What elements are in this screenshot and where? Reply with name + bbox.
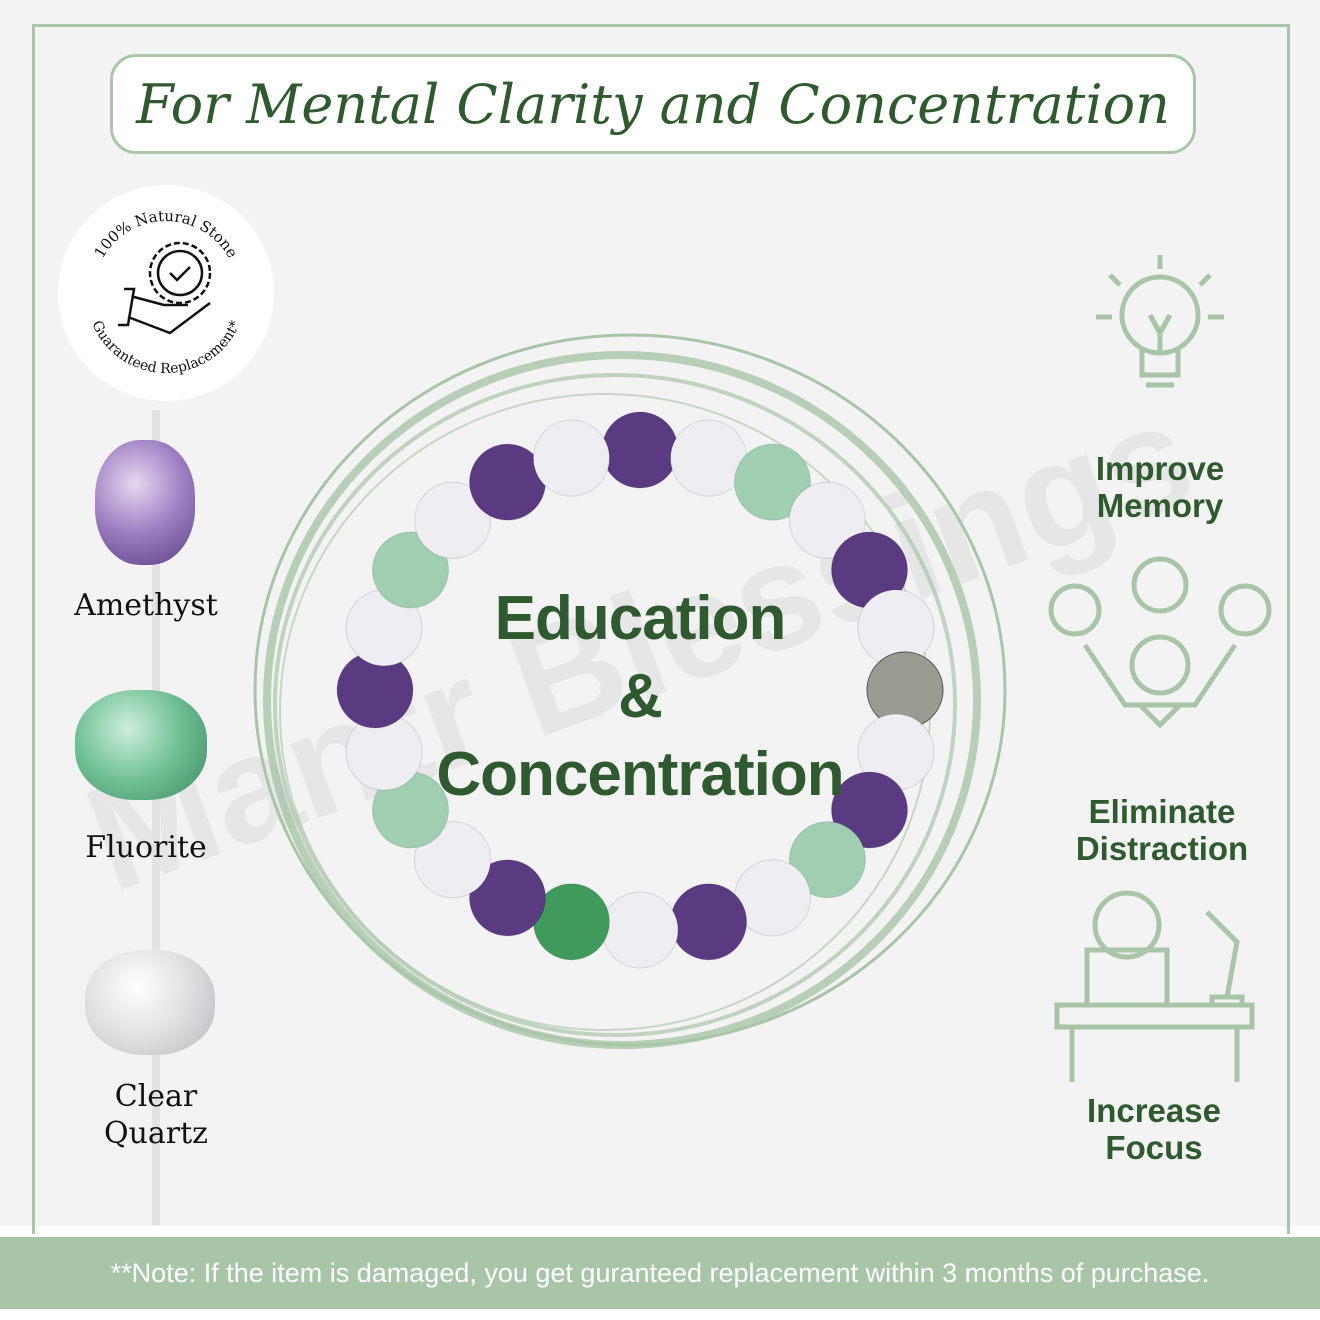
center-line-3: Concentration [436, 740, 844, 809]
hand-check-icon [118, 241, 212, 335]
bead [788, 821, 866, 899]
stone-label-line2: Quartz [103, 1116, 208, 1151]
bead [469, 859, 546, 937]
bead [670, 883, 748, 961]
feature-line-2: Distraction [1075, 830, 1249, 867]
feature-line-1: Improve [1095, 450, 1225, 487]
center-heading: Education & Concentration [420, 580, 860, 814]
replacement-note-banner: **Note: If the item is damaged, you get … [0, 1237, 1320, 1309]
swirl-rings [253, 333, 1007, 1049]
stone-label-amethyst: Amethyst [74, 588, 218, 623]
feature-line-2: Memory [1096, 487, 1224, 524]
center-line-1: Education [494, 584, 787, 653]
page-title: For Mental Clarity and Concentration [110, 54, 1196, 154]
natural-stone-badge: 100% Natural Stone Guaranteed Replacemen… [58, 185, 274, 401]
clear-quartz-stone-image [85, 950, 215, 1055]
person-at-desk-icon [1054, 890, 1255, 1082]
bead [372, 531, 450, 609]
bead [414, 821, 492, 899]
bead [788, 481, 866, 559]
stone-label-fluorite: Fluorite [85, 830, 207, 865]
feature-line-1: Increase [1087, 1092, 1221, 1129]
bead [601, 891, 679, 969]
feature-line-1: Eliminate [1088, 793, 1236, 830]
distracted-person-icon [1048, 556, 1272, 729]
frame-border [32, 24, 1290, 1234]
fluorite-stone-image [75, 690, 207, 800]
divider-line [152, 410, 160, 1225]
bracelet-image [253, 333, 1007, 1049]
bead [532, 419, 610, 497]
center-line-2: & [618, 662, 663, 731]
feature-line-2: Focus [1105, 1129, 1203, 1166]
bead [830, 771, 908, 849]
bead [601, 411, 679, 489]
bead [734, 443, 811, 521]
amethyst-stone-image [95, 440, 195, 565]
bead [414, 481, 492, 559]
stone-label-line1: Clear [114, 1079, 198, 1114]
lightbulb-brain-icon [1096, 255, 1224, 388]
